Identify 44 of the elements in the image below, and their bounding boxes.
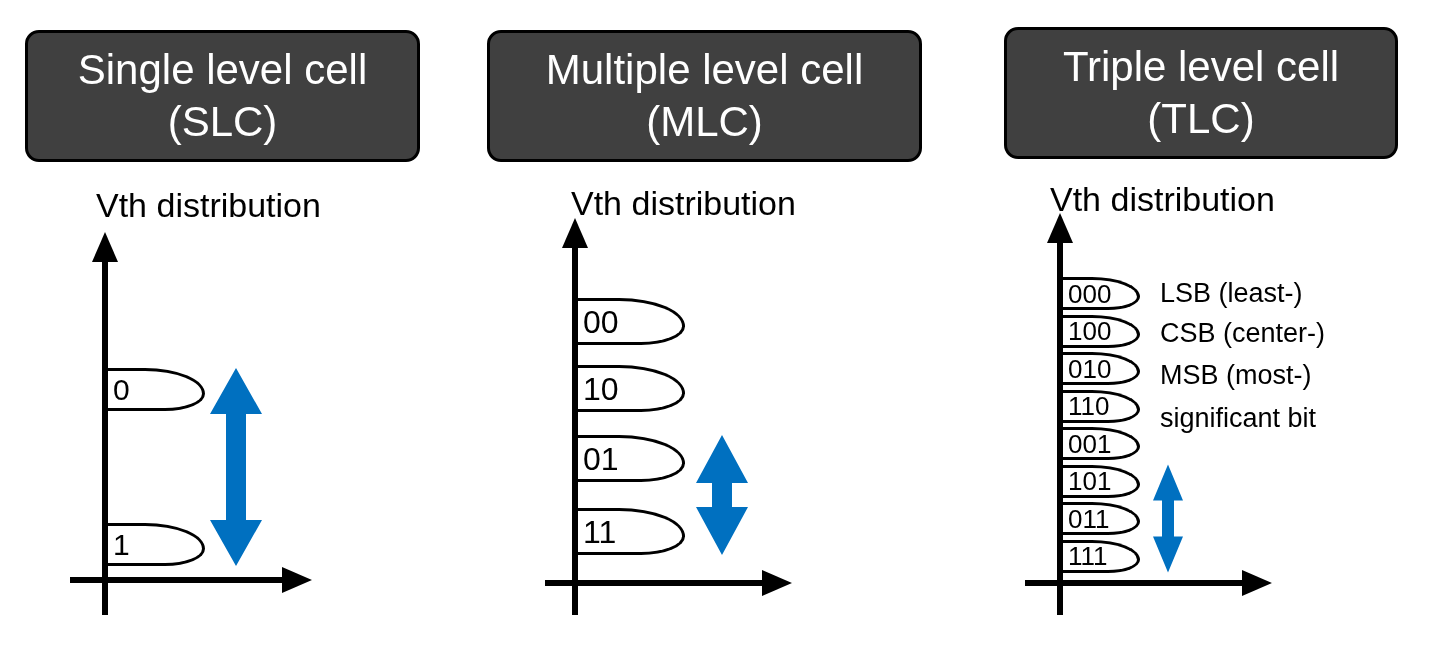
distribution-lobe [1060,352,1140,385]
distribution-lobe [1060,502,1140,535]
distribution-lobe [105,368,205,411]
distribution-lobe [1060,389,1140,423]
double-arrow [1153,464,1183,573]
distribution-lobe [575,508,685,555]
bit-value: 000 [1067,280,1112,307]
distribution-lobe [575,298,685,345]
header-box [487,30,922,162]
bit-value: 00 [582,305,619,338]
bit-value: 0 [112,374,130,405]
bit-note: CSB (center-) [1160,318,1326,349]
bit-value: 10 [582,372,619,405]
bit-value: 1 [112,529,130,560]
bit-value: 01 [582,442,619,475]
bit-note: significant bit [1160,403,1317,434]
bit-value: 011 [1067,505,1110,532]
header-title: Triple level cell (TLC) [1061,42,1341,144]
bit-value: 001 [1067,430,1112,457]
bit-value: 11 [582,515,617,548]
distribution-lobe [1060,314,1140,348]
bit-value: 010 [1067,355,1112,382]
distribution-lobe [1060,277,1140,310]
bit-value: 111 [1067,543,1108,569]
distribution-lobe [575,365,685,412]
double-arrow [210,368,262,566]
double-arrow [696,435,748,555]
bit-note: LSB (least-) [1160,278,1303,309]
distribution-lobe [575,435,685,482]
bit-note: MSB (most-) [1160,360,1312,391]
header-title: Single level cell (SLC) [76,45,369,147]
bit-value: 100 [1067,318,1112,344]
axis-title: Vth distribution [571,184,796,223]
distribution-lobe [1060,464,1140,498]
axis-title: Vth distribution [96,186,321,225]
header-box [25,30,420,162]
header-box [1004,27,1398,159]
distribution-lobe [1060,427,1140,460]
distribution-lobe [1060,539,1140,573]
bit-value: 110 [1067,393,1110,419]
axis-title: Vth distribution [1050,180,1275,219]
header-title: Multiple level cell (MLC) [544,45,865,147]
distribution-lobe [105,523,205,566]
bit-value: 101 [1067,468,1112,494]
